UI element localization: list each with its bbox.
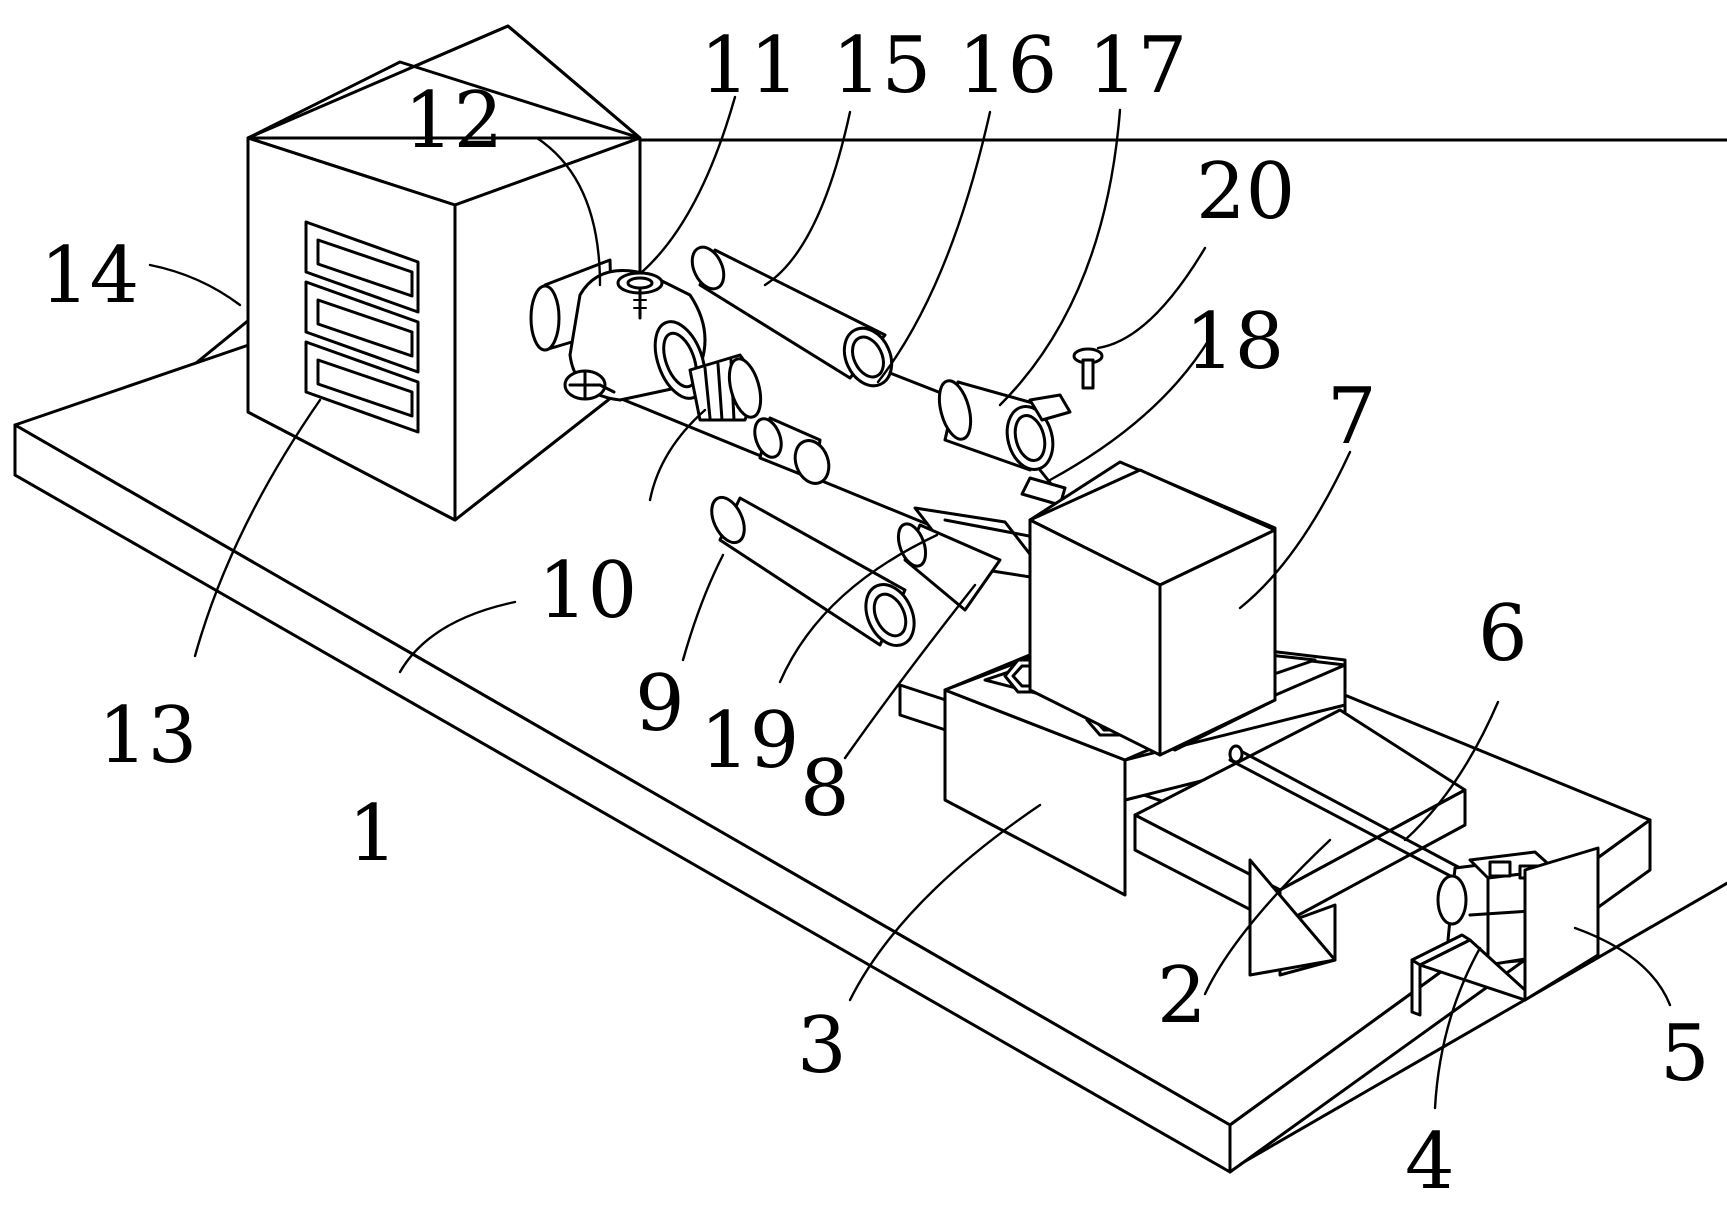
motor-part-4	[1436, 850, 1557, 967]
callout-5: 5	[1660, 1009, 1710, 1099]
callout-18: 18	[1185, 297, 1284, 387]
slide-plate-part-2	[1133, 708, 1467, 977]
leader-lines	[148, 95, 1672, 1110]
callout-2: 2	[1157, 951, 1207, 1041]
callout-6: 6	[1478, 589, 1528, 679]
callout-12: 12	[404, 76, 503, 166]
callout-9: 9	[635, 659, 685, 749]
adjust-knob-side	[563, 369, 616, 401]
mount-block-part-7	[1028, 460, 1277, 757]
lead-screw-part-6	[1228, 744, 1462, 882]
callout-11: 11	[700, 21, 799, 111]
callout-8: 8	[800, 744, 850, 834]
callout-14: 14	[40, 231, 139, 321]
nozzle-part-16	[753, 416, 831, 485]
callout-19: 19	[700, 696, 799, 786]
vent-slots	[304, 220, 420, 434]
callout-16: 16	[958, 21, 1057, 111]
tube-part-15	[690, 245, 894, 388]
spindle-assembly	[529, 258, 763, 422]
callout-15: 15	[832, 21, 931, 111]
housing-box	[246, 24, 642, 522]
bracket-part-5	[1410, 846, 1600, 1017]
callout-7: 7	[1327, 372, 1377, 462]
callout-labels: 1 2 3 4 5 6 7 8 9 10 11 12 13 14 15 16 1…	[40, 21, 1710, 1207]
callout-1: 1	[348, 789, 398, 879]
bolt-part-20	[1072, 347, 1104, 390]
callout-20: 20	[1196, 147, 1295, 237]
callout-17: 17	[1088, 21, 1187, 111]
callout-4: 4	[1405, 1117, 1455, 1207]
tube-part-9	[710, 495, 916, 647]
sleeve-part-17	[937, 379, 1072, 507]
callout-10: 10	[538, 546, 637, 636]
callout-3: 3	[797, 1001, 847, 1091]
callout-13: 13	[98, 691, 197, 781]
adjust-knob-top	[616, 271, 664, 320]
